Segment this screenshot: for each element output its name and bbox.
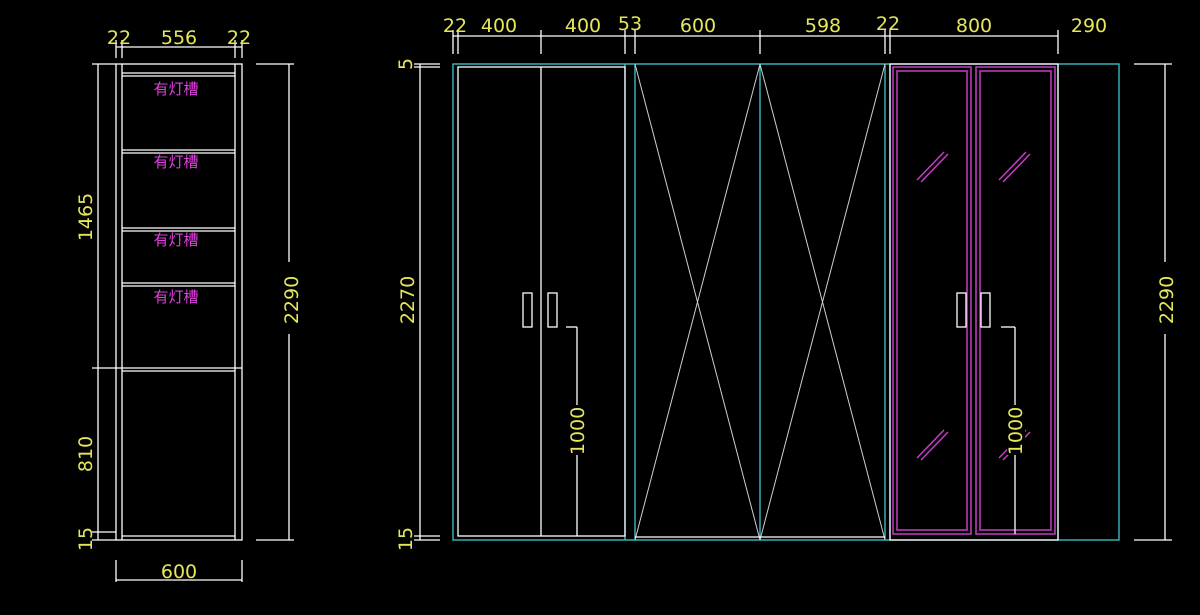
door-handle xyxy=(547,292,558,328)
door-handle xyxy=(980,292,991,328)
side-dim-right-panel: 22 xyxy=(227,27,251,49)
side-dim-depth: 600 xyxy=(161,561,197,583)
side-dim-total-height: 2290 xyxy=(281,276,303,324)
front-dim: 598 xyxy=(805,15,841,37)
front-dim: 400 xyxy=(481,15,517,37)
front-dim-base: 15 xyxy=(395,527,417,551)
front-dim: 290 xyxy=(1071,15,1107,37)
front-dim-total-height: 2290 xyxy=(1156,276,1178,324)
glass-reflection-mark xyxy=(916,151,945,181)
front-dim: 600 xyxy=(680,15,716,37)
side-dim-base-height: 15 xyxy=(75,527,97,551)
side-view: 22 556 22 有灯槽 有灯槽 有灯槽 有灯槽 1465 810 15 xyxy=(75,27,303,583)
front-dim-top-gap: 5 xyxy=(395,58,417,70)
side-dim-inner-width: 556 xyxy=(161,27,197,49)
side-dim-lower-height: 810 xyxy=(75,436,97,472)
handle-height-dim: 1000 xyxy=(567,407,589,455)
side-dim-upper-height: 1465 xyxy=(75,193,97,241)
front-dim: 22 xyxy=(443,15,467,37)
door-handle xyxy=(522,292,533,328)
front-dim-inner-height: 2270 xyxy=(397,276,419,324)
glass-door-left xyxy=(892,66,972,535)
front-outer-frame xyxy=(452,63,1120,541)
glass-reflection-mark xyxy=(916,429,945,459)
handle-height-dim: 1000 xyxy=(1005,407,1027,455)
shelf-label: 有灯槽 xyxy=(153,288,198,306)
door-handle xyxy=(956,292,967,328)
front-dim: 800 xyxy=(956,15,992,37)
glass-reflection-mark xyxy=(998,151,1027,181)
side-cabinet-outline xyxy=(115,63,243,541)
front-view: 22 400 400 53 600 598 22 800 290 5 2270 … xyxy=(395,13,1178,551)
front-dim: 22 xyxy=(876,13,900,35)
shelf-label: 有灯槽 xyxy=(153,153,198,171)
front-dim: 400 xyxy=(565,15,601,37)
shelf-label: 有灯槽 xyxy=(153,80,198,98)
front-dim: 53 xyxy=(618,13,642,35)
side-dim-left-panel: 22 xyxy=(107,27,131,49)
shelf-label: 有灯槽 xyxy=(153,231,198,249)
